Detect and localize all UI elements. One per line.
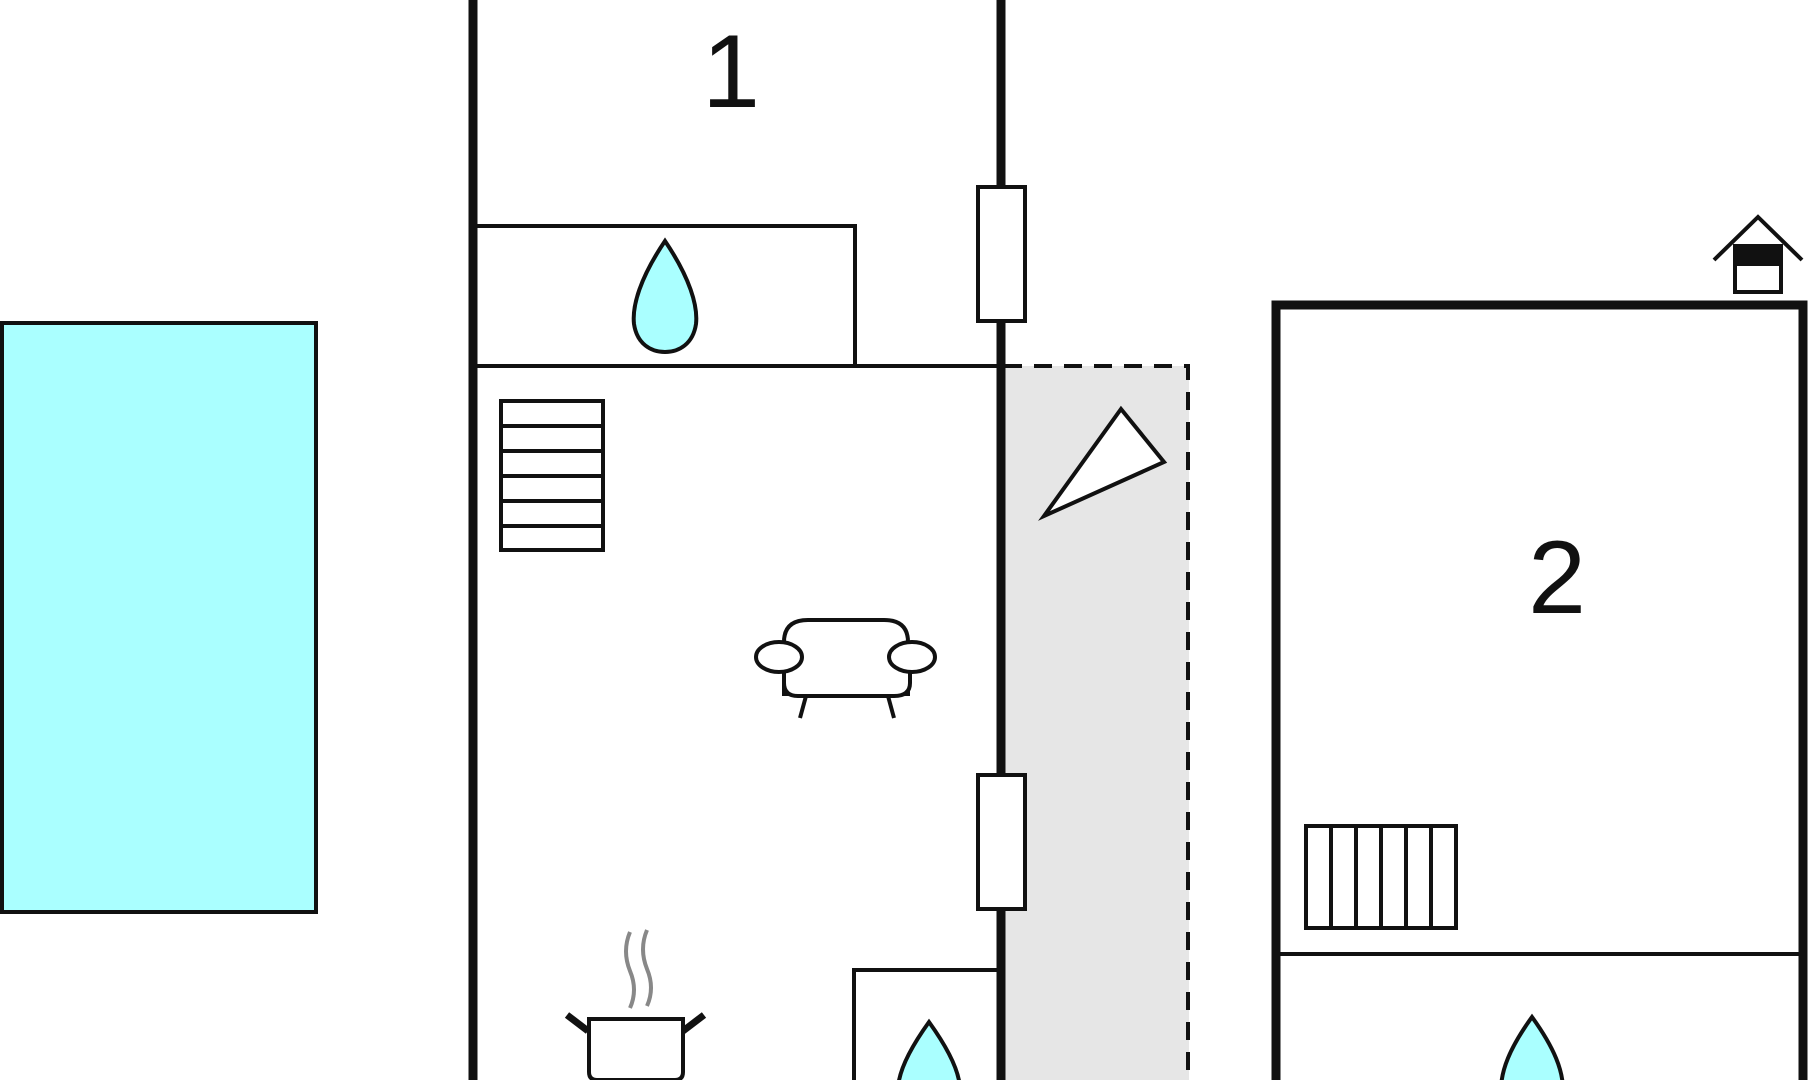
window (976, 773, 1027, 911)
staircase-icon (1304, 824, 1458, 930)
room-number-1: 1 (702, 14, 760, 130)
bathroom-water-drop-icon (897, 1018, 961, 1080)
bathroom-water-drop-icon (1499, 1013, 1565, 1080)
building-1-walls (468, 0, 1006, 1080)
terrace-umbrella-icon (1038, 405, 1168, 521)
pool (0, 321, 318, 914)
bathroom-water-drop-icon (631, 237, 699, 355)
window (976, 185, 1027, 323)
staircase-icon (499, 399, 605, 552)
cooking-pot-icon (564, 929, 707, 1080)
building-2-walls (1271, 300, 1808, 1080)
room-number-2: 2 (1528, 520, 1586, 636)
house-icon (1712, 214, 1804, 294)
sofa-icon (754, 618, 937, 719)
